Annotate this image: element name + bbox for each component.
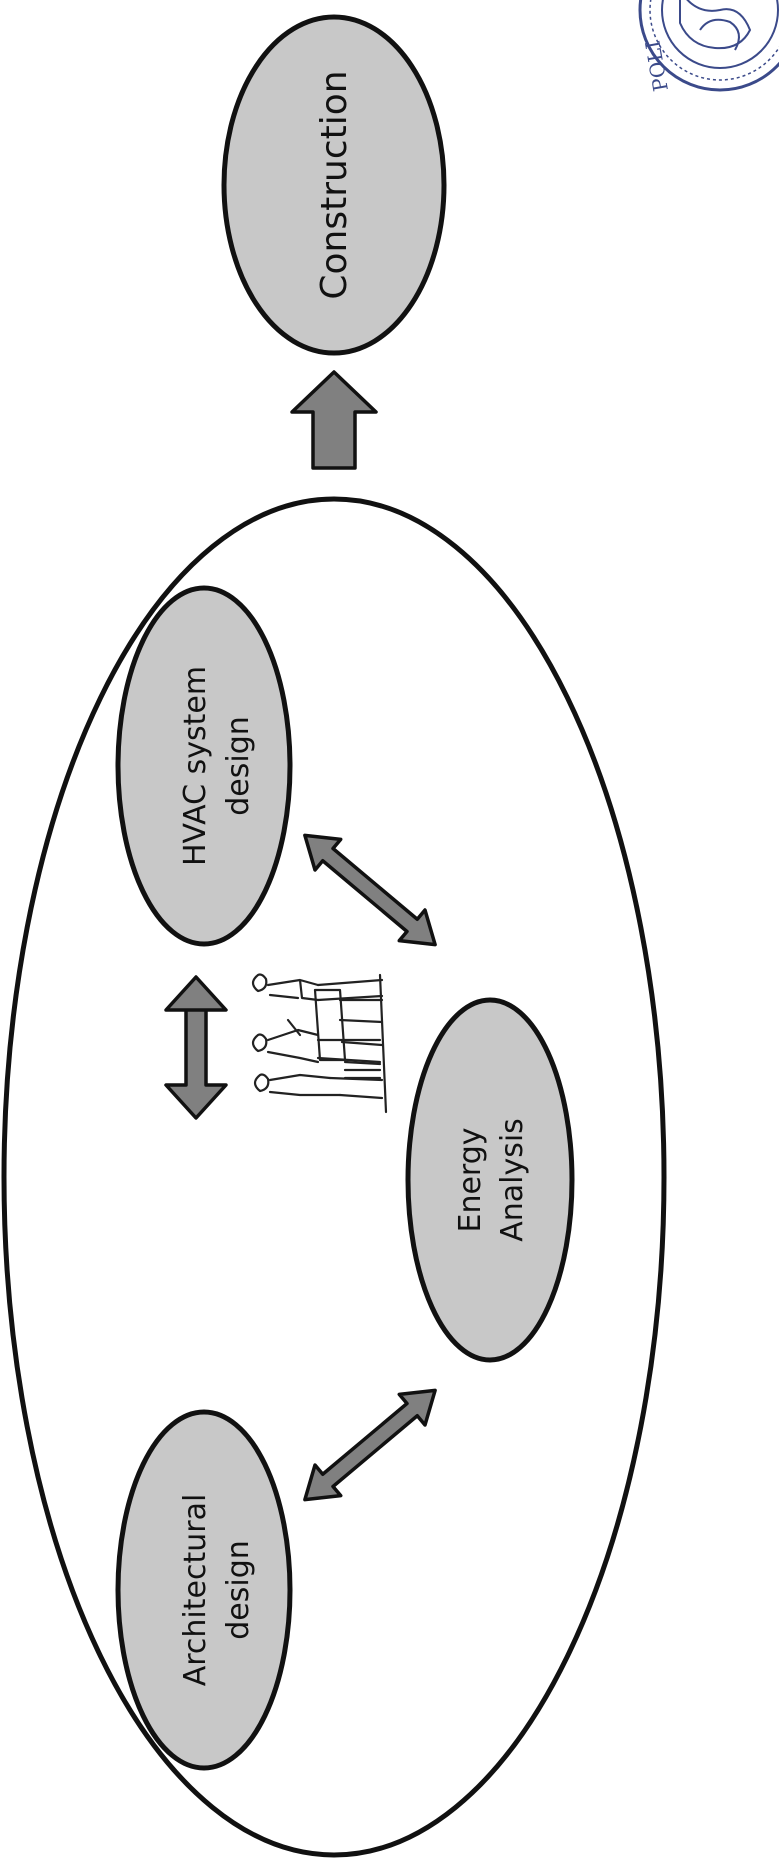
architectural-design-node: Architectural design bbox=[115, 1409, 293, 1771]
hvac-design-node: HVAC system design bbox=[115, 585, 293, 947]
construction-label: Construction bbox=[314, 70, 355, 299]
design-team-boundary bbox=[1, 496, 667, 1858]
arrow-hvac-architectural bbox=[164, 975, 228, 1120]
hvac-label-line2: design bbox=[221, 716, 256, 816]
arrow-hvac-energy bbox=[303, 833, 437, 947]
hvac-label-line1: HVAC system bbox=[178, 666, 213, 866]
people-at-table-icon bbox=[251, 973, 388, 1114]
arrow-energy-architectural bbox=[303, 1388, 437, 1502]
arrow-to-construction bbox=[290, 370, 378, 470]
architectural-label-line2: design bbox=[221, 1540, 256, 1640]
architectural-label-line1: Architectural bbox=[178, 1494, 213, 1687]
university-seal-icon: POLI bbox=[638, 0, 779, 93]
seal-text: POLI bbox=[640, 39, 672, 93]
construction-node: Construction bbox=[221, 14, 447, 356]
energy-label-line1: Energy bbox=[453, 1127, 488, 1232]
energy-analysis-node: Energy Analysis bbox=[405, 997, 575, 1363]
energy-label-line2: Analysis bbox=[495, 1118, 530, 1242]
